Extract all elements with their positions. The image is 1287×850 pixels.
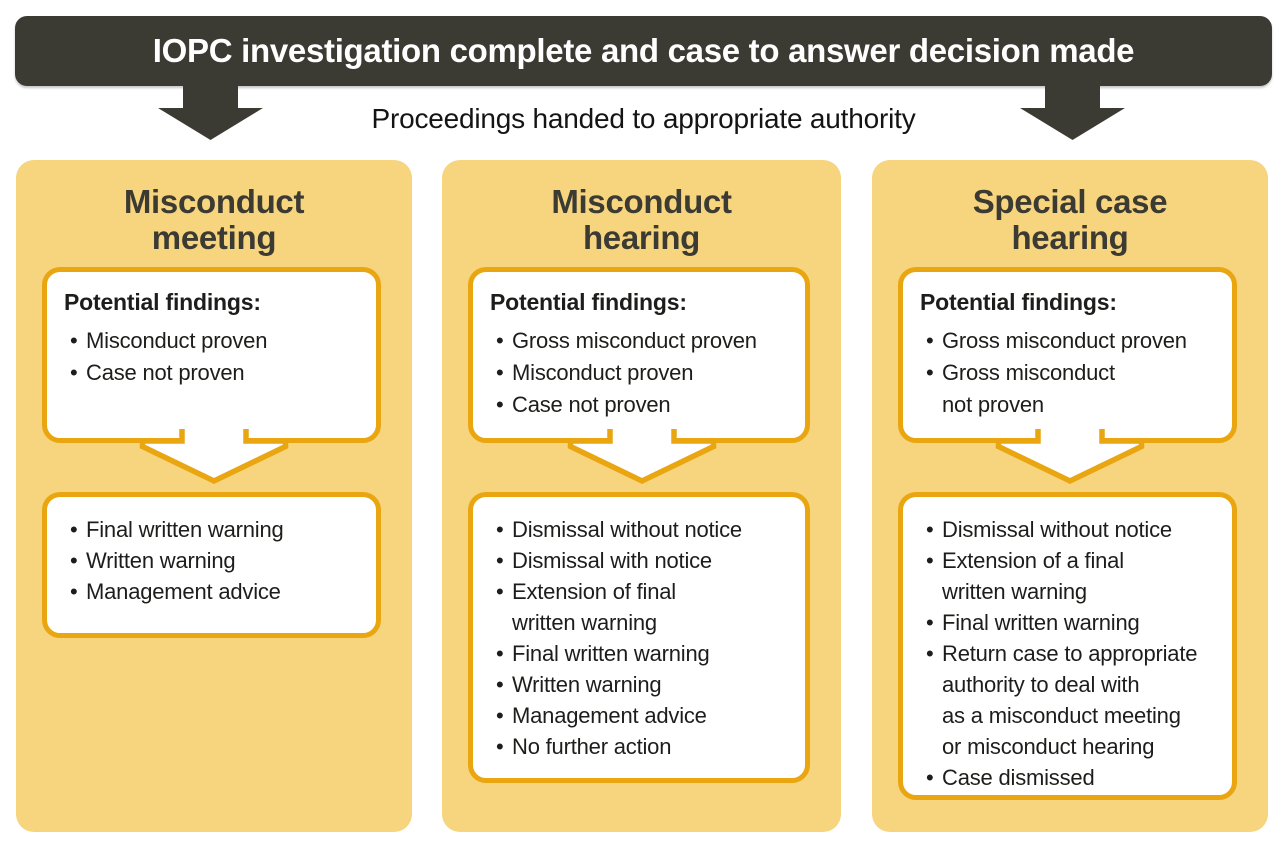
- outcome-item: Dismissal without notice: [920, 514, 1224, 545]
- outcome-item: Case dismissed: [920, 762, 1224, 793]
- connector-down-arrow-icon: [139, 429, 289, 485]
- banner-title: IOPC investigation complete and case to …: [152, 32, 1135, 69]
- finding-item: Gross misconduct not proven: [920, 357, 1222, 421]
- outcome-item: Dismissal without notice: [490, 514, 797, 545]
- findings-box: Potential findings: Gross misconduct pro…: [468, 267, 810, 443]
- outcome-item: Management advice: [490, 700, 797, 731]
- finding-item: Case not proven: [64, 357, 366, 389]
- outcome-item: Extension of a final written warning: [920, 545, 1224, 607]
- outcome-item: Dismissal with notice: [490, 545, 797, 576]
- down-arrow-icon: [1020, 85, 1125, 140]
- outcome-item: No further action: [490, 731, 797, 762]
- banner: IOPC investigation complete and case to …: [15, 16, 1272, 86]
- findings-list: Misconduct provenCase not proven: [64, 325, 366, 389]
- connector-down-arrow-icon: [995, 429, 1145, 485]
- outcomes-list: Dismissal without noticeExtension of a f…: [920, 514, 1224, 793]
- column-title: Misconduct meeting: [123, 183, 305, 256]
- column-misconduct-hearing: Misconduct hearing Potential findings: G…: [442, 160, 841, 832]
- down-arrow-icon: [158, 85, 263, 140]
- column-title: Misconduct hearing: [551, 183, 732, 256]
- finding-item: Gross misconduct proven: [490, 325, 795, 357]
- outcomes-list: Dismissal without noticeDismissal with n…: [490, 514, 797, 762]
- findings-list: Gross misconduct provenMisconduct proven…: [490, 325, 795, 421]
- outcomes-list: Final written warningWritten warningMana…: [64, 514, 368, 607]
- findings-heading: Potential findings:: [490, 289, 687, 315]
- column-title: Special case hearing: [972, 183, 1168, 256]
- findings-heading: Potential findings:: [920, 289, 1117, 315]
- outcomes-box: Final written warningWritten warningMana…: [42, 492, 381, 638]
- findings-box: Potential findings: Misconduct provenCas…: [42, 267, 381, 443]
- subtitle: Proceedings handed to appropriate author…: [371, 103, 916, 134]
- outcome-item: Management advice: [64, 576, 368, 607]
- outcomes-box: Dismissal without noticeExtension of a f…: [898, 492, 1237, 800]
- finding-item: Misconduct proven: [490, 357, 795, 389]
- findings-heading: Potential findings:: [64, 289, 261, 315]
- outcome-item: Written warning: [490, 669, 797, 700]
- findings-box: Potential findings: Gross misconduct pro…: [898, 267, 1237, 443]
- outcome-item: Return case to appropriate authority to …: [920, 638, 1224, 762]
- connector-down-arrow-icon: [567, 429, 716, 485]
- column-special-case-hearing: Special case hearing Potential findings:…: [872, 160, 1268, 832]
- column-misconduct-meeting: Misconduct meeting Potential findings: M…: [16, 160, 412, 832]
- finding-item: Misconduct proven: [64, 325, 366, 357]
- outcome-item: Final written warning: [920, 607, 1224, 638]
- finding-item: Gross misconduct proven: [920, 325, 1222, 357]
- outcome-item: Final written warning: [64, 514, 368, 545]
- outcome-item: Extension of final written warning: [490, 576, 797, 638]
- findings-list: Gross misconduct provenGross misconduct …: [920, 325, 1222, 421]
- finding-item: Case not proven: [490, 389, 795, 421]
- outcomes-box: Dismissal without noticeDismissal with n…: [468, 492, 810, 783]
- outcome-item: Final written warning: [490, 638, 797, 669]
- outcome-item: Written warning: [64, 545, 368, 576]
